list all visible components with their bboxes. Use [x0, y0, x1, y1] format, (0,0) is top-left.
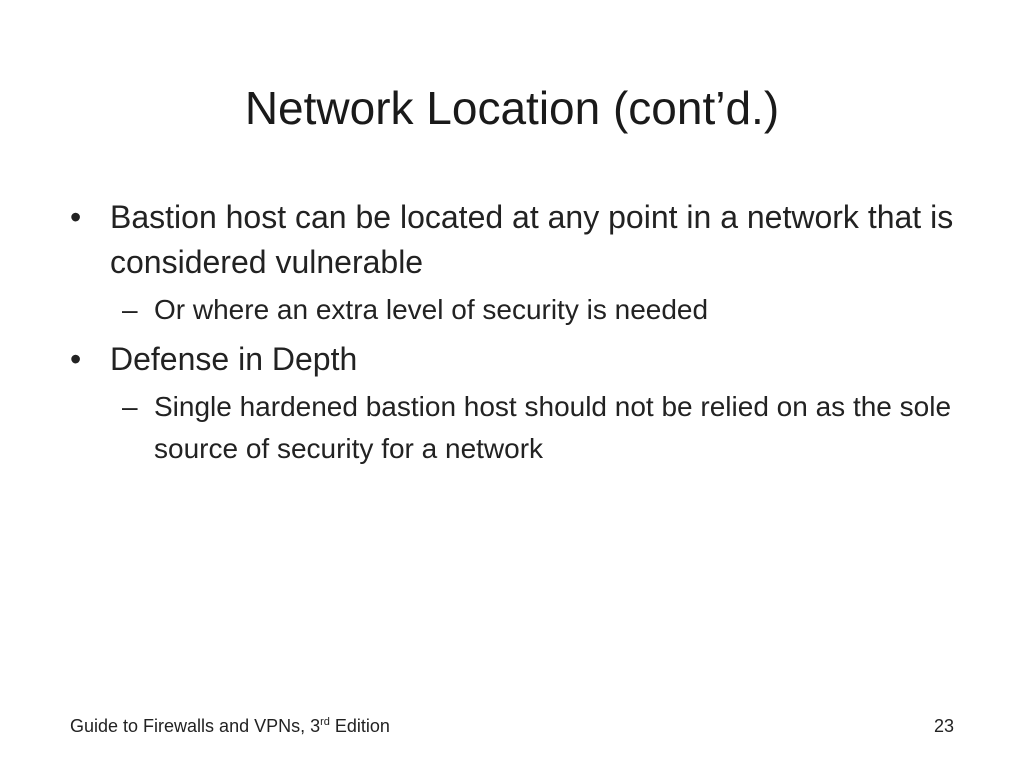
- slide-content: • Bastion host can be located at any poi…: [70, 195, 970, 476]
- bullet-item: • Defense in Depth: [70, 337, 970, 382]
- bullet-text: Bastion host can be located at any point…: [110, 199, 954, 280]
- slide-title: Network Location (cont’d.): [244, 82, 780, 134]
- footer-edition-text: Edition: [329, 716, 390, 736]
- bullet-marker: •: [70, 199, 82, 235]
- bullet-marker: •: [70, 341, 82, 377]
- bullet-item: • Bastion host can be located at any poi…: [70, 195, 970, 285]
- page-number: 23: [933, 716, 954, 736]
- sub-bullet-item: – Or where an extra level of security is…: [70, 289, 970, 331]
- footer-edition-superscript: rd: [320, 716, 330, 728]
- sub-bullet-item: – Single hardened bastion host should no…: [70, 386, 970, 470]
- footer-book-title: Guide to Firewalls and VPNs, 3rd Edition: [70, 714, 390, 738]
- sub-bullet-marker: –: [122, 294, 138, 325]
- sub-bullet-text: Single hardened bastion host should not …: [154, 391, 952, 464]
- sub-bullet-text: Or where an extra level of security is n…: [154, 294, 709, 325]
- sub-bullet-marker: –: [122, 391, 138, 422]
- footer-title-text: Guide to Firewalls and VPNs, 3: [70, 716, 321, 736]
- bullet-text: Defense in Depth: [110, 341, 358, 377]
